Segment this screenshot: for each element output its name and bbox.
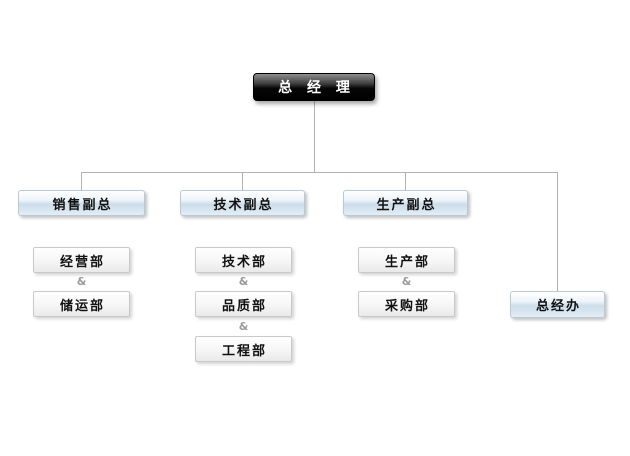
node-storage-dept: 储运部 [33,291,130,317]
node-purchasing-dept: 采购部 [358,291,455,317]
node-quality-dept: 品质部 [195,291,292,317]
amp-connector: & [238,275,249,288]
node-production-vp: 生产副总 [343,190,468,216]
node-sales-vp: 销售副总 [18,190,145,216]
connector-horizontal [81,172,558,173]
node-business-dept: 经营部 [33,247,130,273]
amp-connector: & [401,275,412,288]
connector-root-vertical [314,101,315,172]
connector-drop-production [405,172,406,191]
amp-connector: & [238,320,249,333]
node-tech-vp: 技术副总 [180,190,305,216]
node-production-dept: 生产部 [358,247,455,273]
node-engineering-dept: 工程部 [195,336,292,362]
amp-connector: & [76,275,87,288]
connector-drop-office [557,172,558,291]
node-tech-dept: 技术部 [195,247,292,273]
node-gm-office: 总经办 [510,291,605,318]
connector-drop-tech [242,172,243,191]
connector-drop-sales [81,172,82,191]
node-general-manager: 总 经 理 [253,73,375,101]
